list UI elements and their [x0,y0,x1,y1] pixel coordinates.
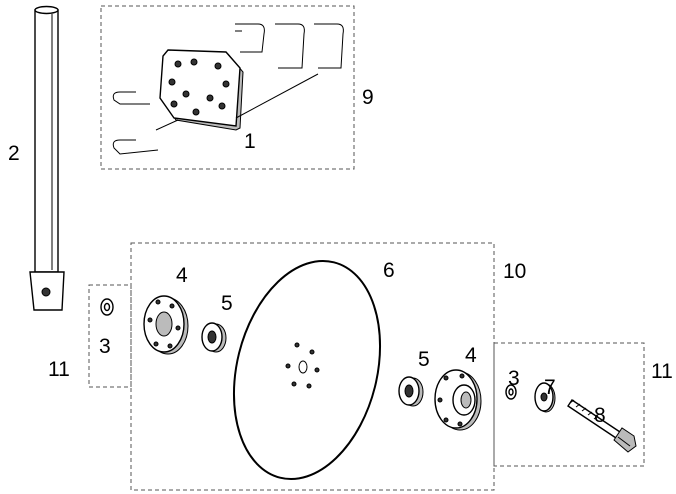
bearing-left [201,322,227,353]
callout-5-right: 5 [418,348,430,371]
callout-6: 6 [383,259,395,282]
callout-2: 2 [8,142,20,165]
washer-right [505,384,517,400]
kit-11-right-outline [493,342,645,467]
callout-4-right: 4 [465,344,477,367]
callout-9: 9 [362,86,374,109]
kit-9-outline [100,5,355,170]
shank-arm [29,5,65,311]
u-bolts [112,23,344,155]
bearing-right [398,376,424,407]
callout-4-left: 4 [176,264,188,287]
hub-left [143,295,189,355]
callout-11-right: 11 [651,360,673,383]
callout-1: 1 [244,130,256,153]
callout-8: 8 [594,404,606,427]
callout-3-right: 3 [508,367,520,390]
kit-10-outline [130,242,495,491]
lock-washer [534,382,556,413]
bolt [567,399,637,453]
kit-11-left-outline [88,284,132,388]
hub-right [434,369,482,431]
disc-blade [232,259,382,481]
callout-11-left: 11 [48,358,70,381]
callout-7: 7 [544,376,556,399]
callout-5-left: 5 [221,292,233,315]
mounting-plate [159,49,244,131]
callout-3-left: 3 [99,335,111,358]
callout-10: 10 [503,260,526,283]
washer-left [100,298,114,316]
